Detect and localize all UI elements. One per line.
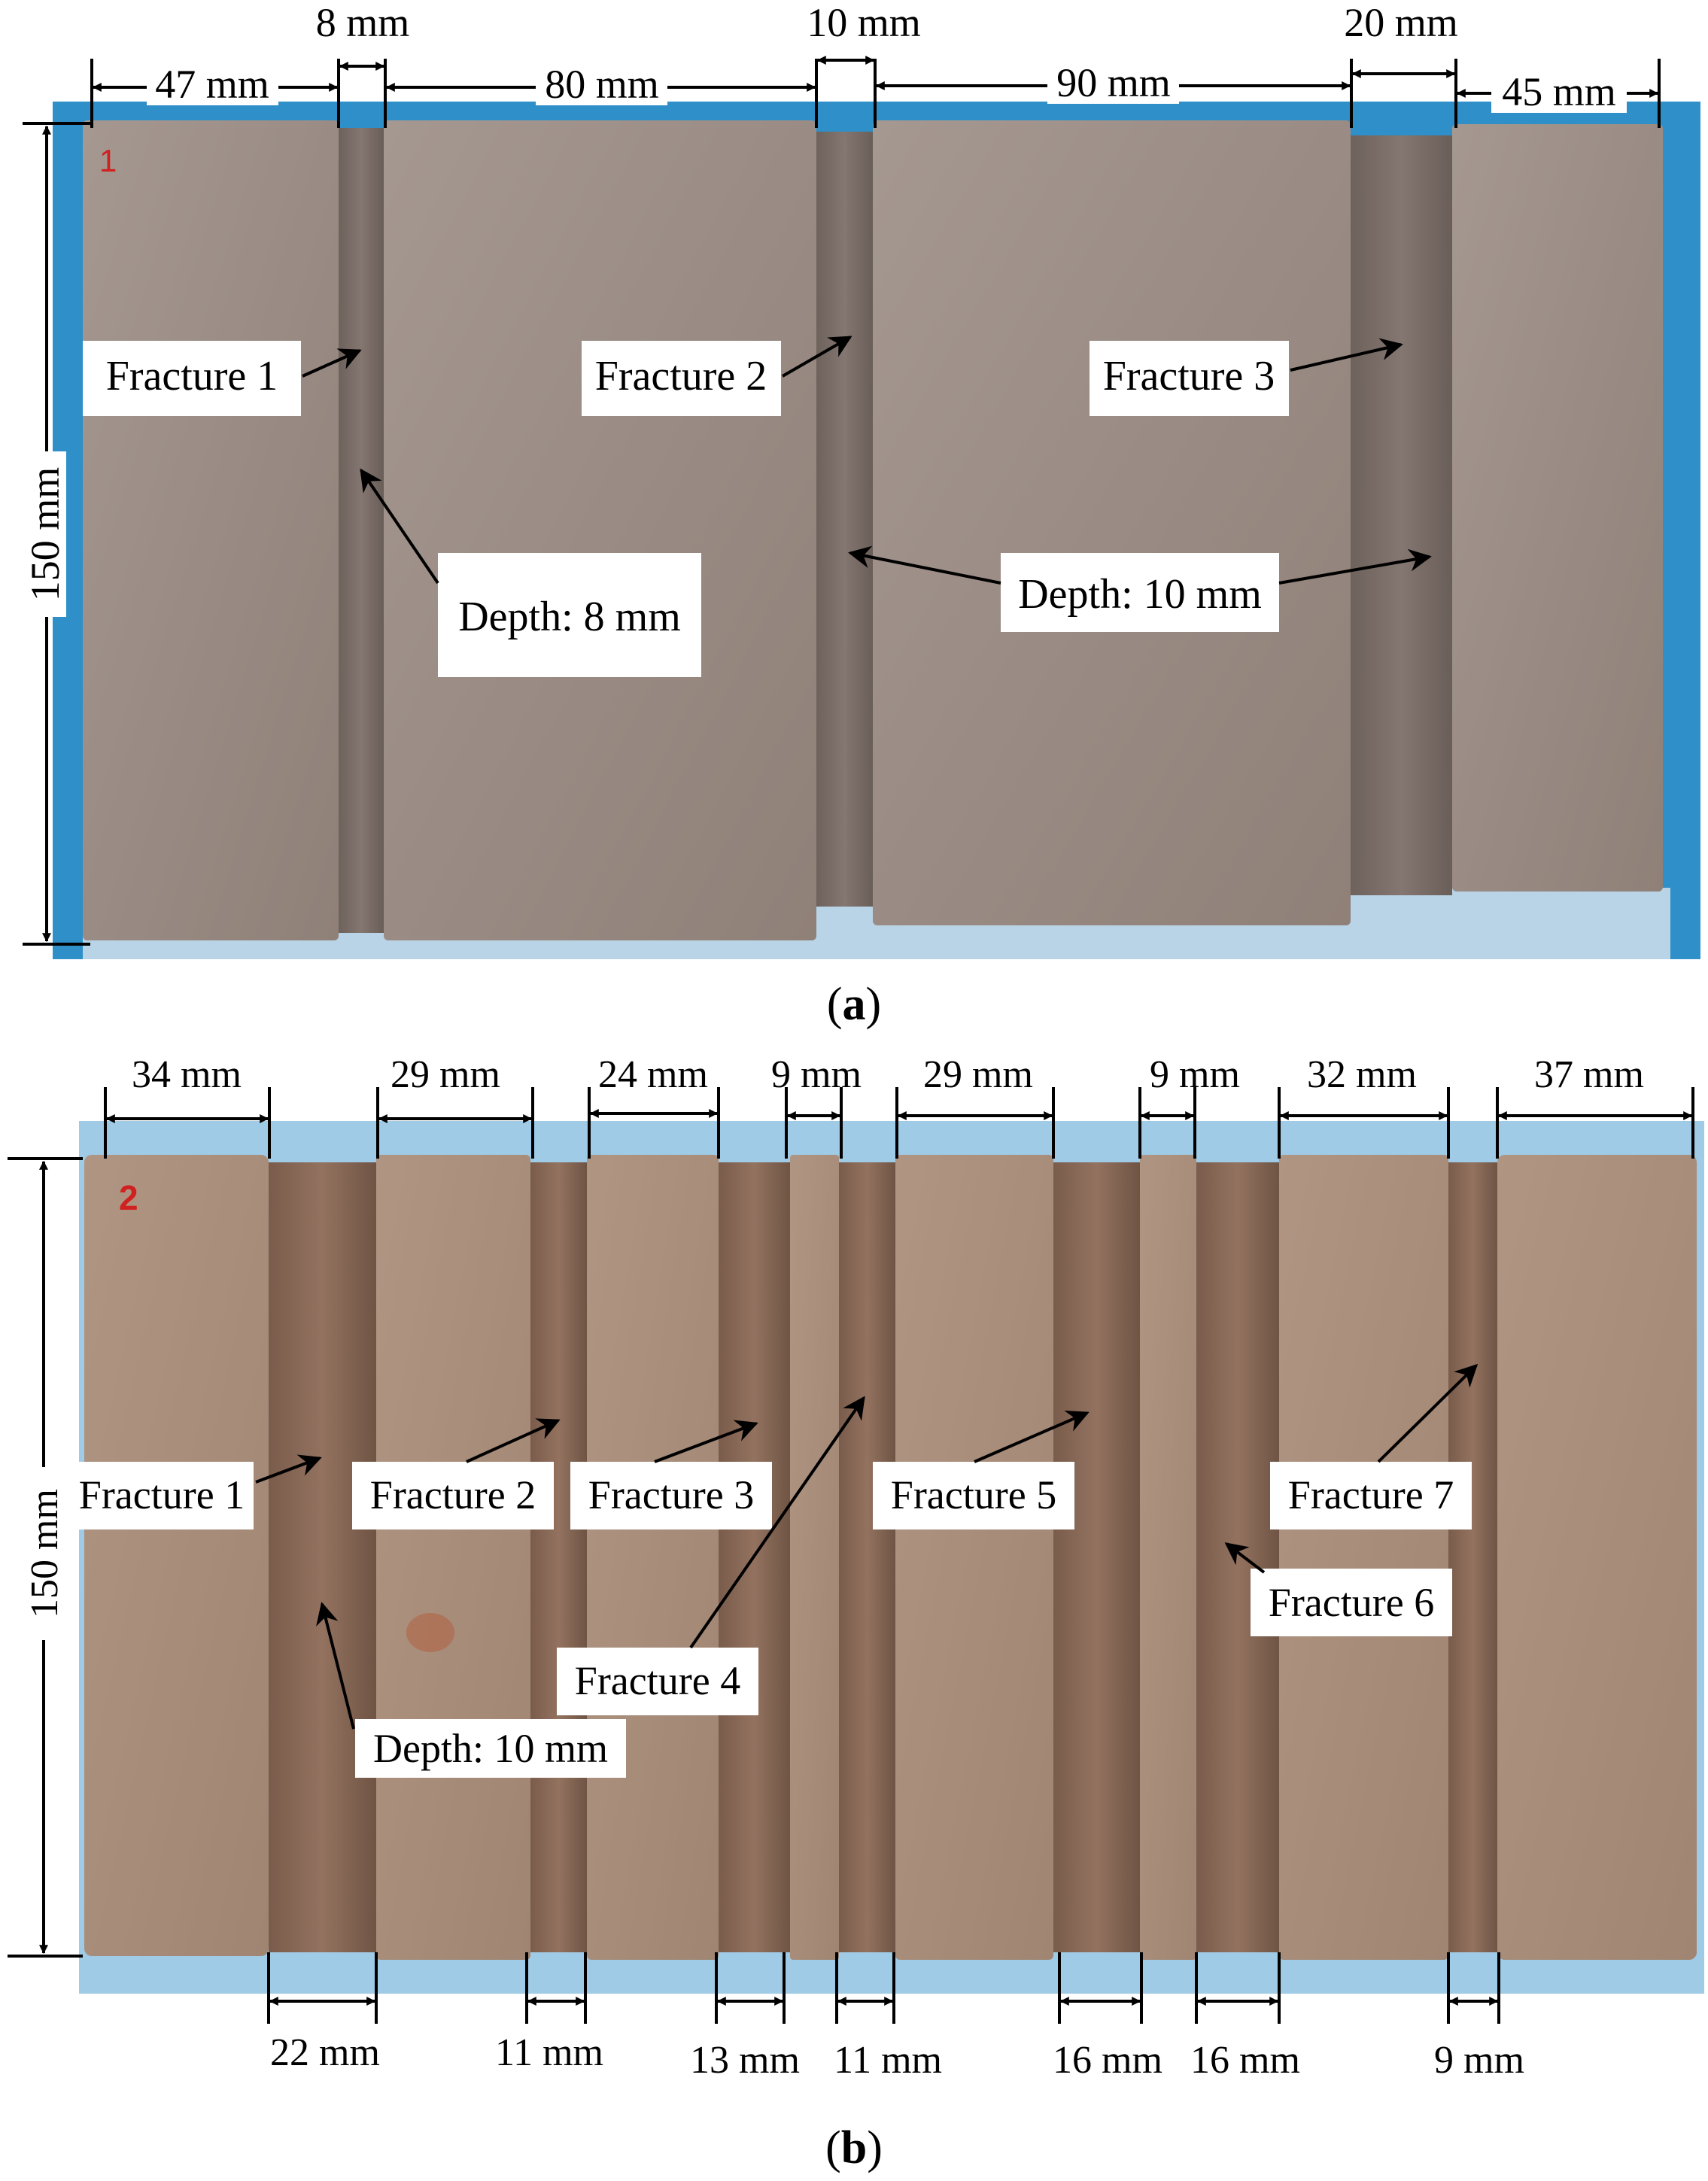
panel-a: 1 47 mm 8 mm 80 mm 10 mm 90 mm 20 mm <box>23 0 1700 1030</box>
panel-b-groove-5 <box>1053 1162 1140 1952</box>
panel-b-bottom-dim-5: 16 mm <box>1053 2039 1162 2082</box>
panel-a-block-2 <box>384 120 816 940</box>
panel-b-bottom-dim-4: 11 mm <box>834 2039 942 2082</box>
panel-b-groove-4 <box>839 1162 895 1952</box>
panel-a-dim-3: 80 mm <box>545 62 659 107</box>
panel-b-bottom-dim-1: 22 mm <box>270 2031 380 2074</box>
panel-b-groove-1 <box>269 1162 376 1952</box>
panel-b-top-dim-2: 29 mm <box>391 1053 500 1096</box>
panel-a-fracture-1-label: Fracture 1 <box>106 353 278 399</box>
panel-b-top-dim-4: 9 mm <box>771 1053 862 1096</box>
panel-b-groove-6 <box>1196 1162 1279 1952</box>
panel-b-top-dim-8: 37 mm <box>1534 1053 1644 1096</box>
panel-b-top-dimensions <box>104 1087 1694 1159</box>
panel-a-dim-6: 20 mm <box>1344 0 1458 45</box>
panel-b-specimen-number: 2 <box>119 1178 138 1217</box>
panel-b: 2 34 mm <box>8 1053 1704 2173</box>
panel-b-block-4 <box>790 1155 839 1960</box>
panel-b-top-dim-5: 29 mm <box>923 1053 1033 1096</box>
panel-b-fracture-3-label: Fracture 3 <box>588 1472 754 1517</box>
panel-a-dim-1: 47 mm <box>155 62 269 107</box>
panel-b-bottom-dim-3: 13 mm <box>690 2039 800 2082</box>
panel-a-dim-7: 45 mm <box>1502 69 1616 114</box>
panel-b-stain <box>406 1613 454 1652</box>
panel-b-block-3 <box>587 1155 719 1960</box>
panel-a-depth-10-label: Depth: 10 mm <box>1018 571 1262 618</box>
panel-b-depth-label: Depth: 10 mm <box>373 1726 608 1771</box>
panel-b-top-dim-6: 9 mm <box>1150 1053 1240 1096</box>
panel-b-fracture-7-label: Fracture 7 <box>1288 1472 1454 1517</box>
panel-b-block-6 <box>1140 1155 1196 1960</box>
panel-a-height-label: 150 mm <box>23 467 68 602</box>
panel-a-specimen-number: 1 <box>99 143 117 178</box>
panel-a-groove-2 <box>816 132 873 907</box>
panel-a-fracture-3-label: Fracture 3 <box>1103 353 1275 399</box>
panel-b-block-1 <box>84 1155 269 1956</box>
panel-a-caption: (a) <box>827 979 881 1030</box>
panel-b-groove-2 <box>530 1162 587 1952</box>
panel-a-block-3 <box>873 120 1351 925</box>
panel-b-fracture-4-label: Fracture 4 <box>575 1658 740 1703</box>
panel-a-groove-1 <box>339 128 384 933</box>
panel-b-groove-7 <box>1448 1162 1497 1952</box>
panel-b-block-5 <box>895 1155 1053 1960</box>
panel-b-caption: (b) <box>825 2122 883 2173</box>
panel-a-block-4 <box>1452 124 1663 892</box>
panel-b-bottom-dim-6: 16 mm <box>1190 2039 1300 2082</box>
panel-b-block-2 <box>376 1155 530 1960</box>
panel-b-height-label: 150 mm <box>23 1489 66 1618</box>
panel-a-groove-3 <box>1351 135 1452 895</box>
panel-b-fracture-2-label: Fracture 2 <box>370 1472 536 1517</box>
panel-b-top-dim-1: 34 mm <box>132 1053 242 1096</box>
panel-a-dim-2: 8 mm <box>316 0 410 45</box>
panel-b-bottom-dim-7: 9 mm <box>1434 2039 1524 2082</box>
panel-b-fracture-5-label: Fracture 5 <box>891 1472 1056 1517</box>
panel-a-dim-5: 90 mm <box>1056 60 1171 105</box>
panel-a-dim-4: 10 mm <box>807 0 921 45</box>
panel-a-fracture-2-label: Fracture 2 <box>595 353 767 399</box>
panel-b-top-dim-3: 24 mm <box>598 1053 708 1096</box>
panel-b-block-8 <box>1497 1155 1697 1960</box>
panel-b-bottom-dimensions <box>267 1952 1500 2024</box>
panel-a-depth-8-label: Depth: 8 mm <box>458 594 681 640</box>
panel-b-bottom-dim-2: 11 mm <box>495 2031 603 2074</box>
panel-b-fracture-1-label: Fracture 1 <box>79 1472 245 1517</box>
panel-b-fracture-6-label: Fracture 6 <box>1269 1580 1434 1625</box>
panel-a-block-1 <box>83 120 339 940</box>
panel-b-top-dim-7: 32 mm <box>1307 1053 1417 1096</box>
panel-b-block-7 <box>1279 1155 1448 1960</box>
